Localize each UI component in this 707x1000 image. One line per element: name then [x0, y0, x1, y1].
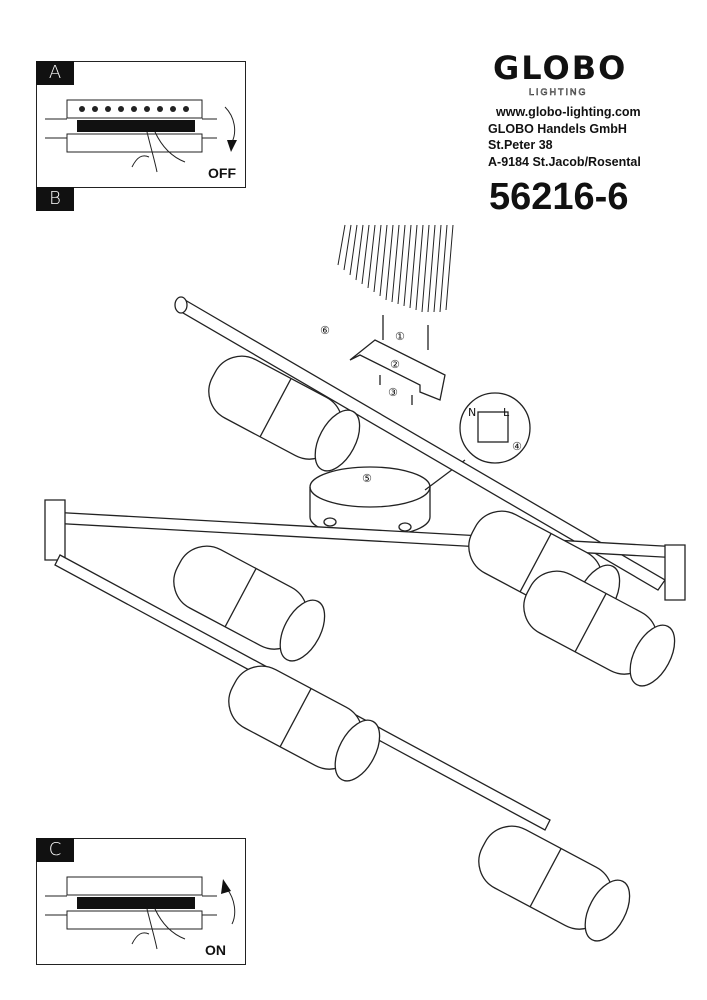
ceiling-hatch — [337, 224, 454, 313]
step-3-label: ③ — [388, 386, 398, 399]
step-2-label: ② — [390, 358, 400, 371]
step-c-panel: C ON — [36, 838, 246, 965]
street: St.Peter 38 — [488, 138, 553, 152]
step-a-panel: A OFF — [36, 61, 246, 188]
step-5-label: ⑤ — [362, 472, 372, 485]
breaker-off-illustration — [45, 99, 237, 173]
globo-logo: GLOBO — [493, 49, 628, 87]
step-4-label: ④ — [512, 440, 522, 453]
live-label: L — [503, 406, 510, 419]
logo-subtitle: LIGHTING — [529, 87, 588, 98]
step-1-label: ① — [395, 330, 405, 343]
company-name: GLOBO Handels GmbH — [488, 121, 627, 136]
wiring-detail-circle — [459, 392, 531, 464]
neutral-label: N — [468, 406, 476, 419]
breaker-on-illustration — [45, 876, 236, 950]
off-label: OFF — [208, 165, 236, 181]
model-number: 56216-6 — [489, 176, 629, 218]
spotlights — [173, 355, 676, 942]
company-address: www.globo-lighting.com GLOBO Handels Gmb… — [488, 104, 641, 170]
mounting-bracket — [349, 339, 446, 401]
city: A-9184 St.Jacob/Rosental — [488, 154, 641, 169]
website-link[interactable]: www.globo-lighting.com — [496, 105, 641, 119]
step-a-tag: A — [36, 61, 74, 85]
on-label: ON — [205, 942, 226, 958]
step-6-label: ⑥ — [320, 324, 330, 337]
step-c-tag: C — [36, 838, 74, 862]
step-b-tag: B — [36, 187, 74, 211]
